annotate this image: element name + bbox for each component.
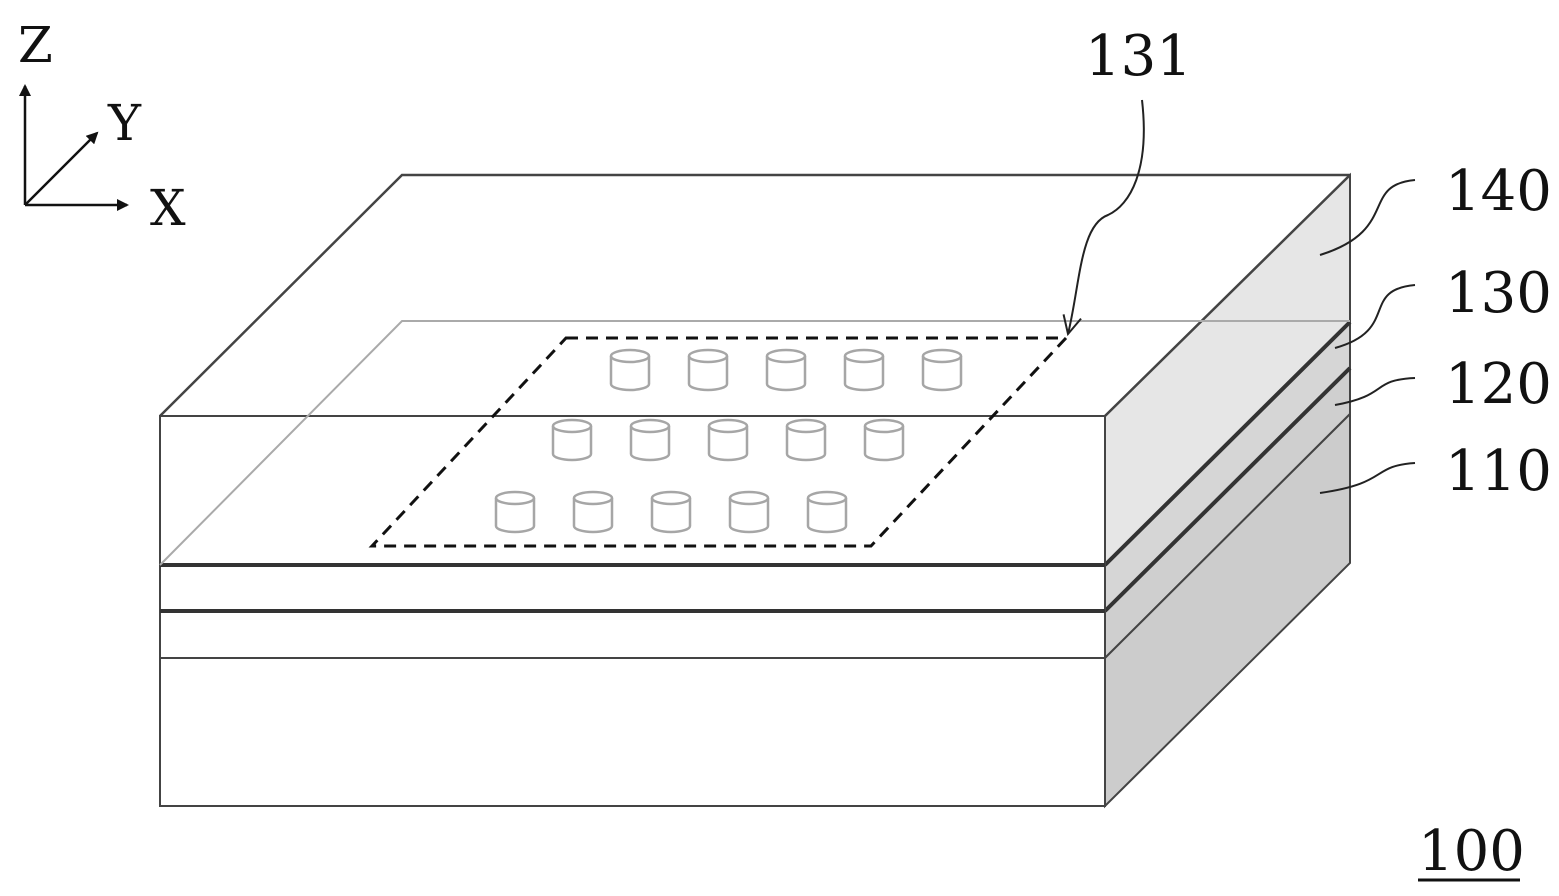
label-110: 110	[1445, 439, 1552, 504]
pillar	[572, 490, 614, 534]
leader-lines	[1068, 99, 1416, 494]
y-axis-arrow	[24, 131, 99, 206]
pillar	[551, 418, 593, 462]
layer-140-top-face	[159, 173, 1351, 417]
reference-labels: 131 140 130 120 110 100	[1085, 24, 1552, 884]
label-140: 140	[1445, 159, 1552, 224]
leader-131	[1068, 99, 1145, 334]
layer-130-side-top-edge	[1103, 320, 1352, 567]
leader-140	[1319, 179, 1416, 256]
pillar	[863, 418, 905, 462]
front-faces	[159, 415, 1106, 807]
layer-140-front-face	[159, 415, 1106, 566]
layer-130-interface	[159, 320, 1350, 566]
pillar	[707, 418, 749, 462]
label-130: 130	[1445, 261, 1552, 326]
leader-110	[1319, 462, 1416, 494]
pillar	[843, 348, 885, 392]
pillar	[806, 490, 848, 534]
pillar	[629, 418, 671, 462]
label-100: 100	[1418, 819, 1525, 884]
pillar	[765, 348, 807, 392]
pillar	[687, 348, 729, 392]
pillar-array	[494, 348, 963, 534]
y-axis-label: Y	[107, 94, 142, 152]
z-axis-label: Z	[18, 16, 53, 74]
pillar	[728, 490, 770, 534]
region-131-outline	[368, 336, 1070, 548]
side-faces	[1103, 172, 1352, 809]
layer-120-front-face	[159, 610, 1106, 659]
x-axis-label: X	[150, 179, 186, 237]
pillar	[785, 418, 827, 462]
label-120: 120	[1445, 352, 1552, 417]
pillar	[921, 348, 963, 392]
layer-120-side-top-edge	[1103, 366, 1352, 613]
leader-120	[1334, 377, 1416, 406]
layer-130-front-face	[159, 564, 1106, 612]
layer-110-front-face	[159, 657, 1106, 807]
pillar	[650, 490, 692, 534]
pillar	[609, 348, 651, 392]
label-131: 131	[1085, 24, 1192, 89]
pillar	[494, 490, 536, 534]
coordinate-axes: Z Y X	[18, 16, 186, 237]
leader-130	[1334, 284, 1416, 349]
